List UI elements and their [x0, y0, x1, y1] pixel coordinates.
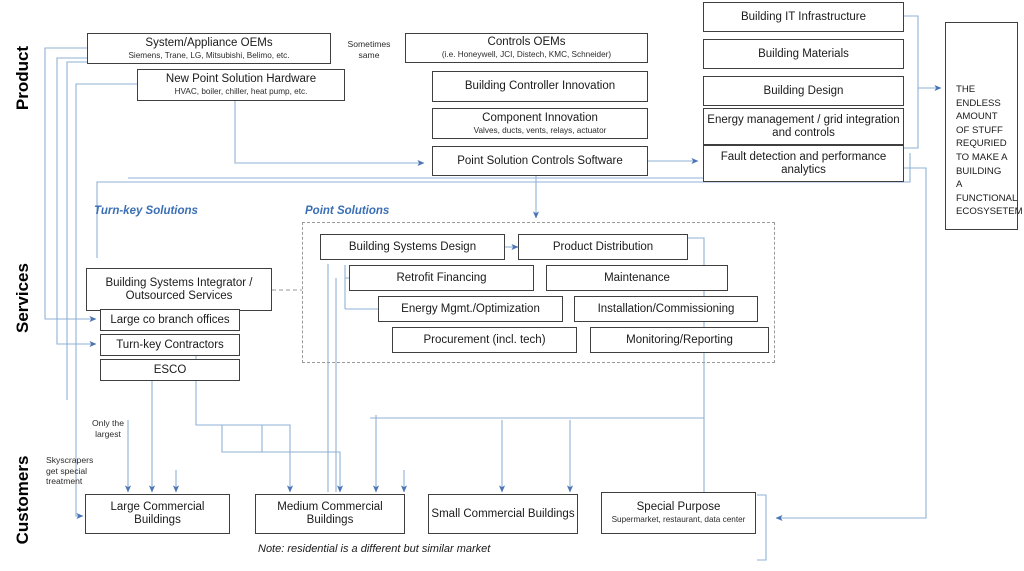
box-controls-oems[interactable]: Controls OEMs (i.e. Honeywell, JCI, Dist…: [405, 33, 648, 63]
box-large-co-branch-offices[interactable]: Large co branch offices: [100, 309, 240, 331]
box-building-controller-innovation[interactable]: Building Controller Innovation: [432, 71, 648, 102]
box-procurement[interactable]: Procurement (incl. tech): [392, 327, 577, 353]
box-title: ESCO: [153, 363, 187, 376]
box-title: Medium Commercial Buildings: [277, 501, 383, 526]
box-building-systems-integrator[interactable]: Building Systems Integrator / Outsourced…: [86, 268, 272, 311]
box-title: Large co branch offices: [110, 313, 230, 326]
box-esco[interactable]: ESCO: [100, 359, 240, 381]
group-label-point-solutions: Point Solutions: [305, 205, 390, 217]
footnote-residential-market: Note: residential is a different but sim…: [258, 543, 491, 555]
box-title: Component Innovation: [482, 111, 598, 124]
box-title: Energy Mgmt./Optimization: [401, 302, 540, 315]
swimlane-text: Services: [13, 263, 32, 333]
box-turn-key-contractors[interactable]: Turn-key Contractors: [100, 334, 240, 356]
box-installation-commissioning[interactable]: Installation/Commissioning: [574, 296, 758, 322]
swimlane-label-services: Services: [13, 253, 33, 343]
box-title: Fault detection and performance analytic…: [720, 150, 887, 176]
box-title: Maintenance: [604, 271, 670, 284]
box-title: Point Solution Controls Software: [457, 154, 623, 167]
group-label-turn-key-solutions: Turn-key Solutions: [94, 205, 198, 217]
box-energy-mgmt-optimization[interactable]: Energy Mgmt./Optimization: [378, 296, 563, 322]
box-subtitle: Valves, ducts, vents, relays, actuator: [473, 125, 607, 135]
box-title: New Point Solution Hardware: [165, 73, 317, 86]
box-title: Building Controller Innovation: [464, 80, 616, 93]
box-title: Energy management / grid integration and…: [707, 113, 900, 139]
box-component-innovation[interactable]: Component Innovation Valves, ducts, vent…: [432, 108, 648, 139]
box-subtitle: Supermarket, restaurant, data center: [611, 515, 746, 525]
box-title: Special Purpose: [636, 501, 721, 514]
panel-endless-amount-of-stuff: THE ENDLESS AMOUNT OF STUFF REQURIED TO …: [945, 22, 1023, 230]
box-title: Small Commercial Buildings: [431, 507, 575, 520]
box-title: Building Systems Design: [348, 240, 477, 253]
box-medium-commercial-buildings[interactable]: Medium Commercial Buildings: [255, 494, 405, 534]
box-building-systems-design[interactable]: Building Systems Design: [320, 234, 505, 260]
box-new-point-solution-hardware[interactable]: New Point Solution Hardware HVAC, boiler…: [137, 69, 345, 101]
box-title: Retrofit Financing: [396, 271, 487, 284]
note-sometimes-same: Sometimes same: [347, 39, 391, 60]
swimlane-label-customers: Customers: [13, 450, 33, 550]
box-small-commercial-buildings[interactable]: Small Commercial Buildings: [428, 494, 578, 534]
box-special-purpose[interactable]: Special Purpose Supermarket, restaurant,…: [601, 492, 756, 534]
box-building-it-infrastructure[interactable]: Building IT Infrastructure: [703, 2, 904, 32]
box-title: Monitoring/Reporting: [626, 333, 733, 346]
box-product-distribution[interactable]: Product Distribution: [518, 234, 688, 260]
box-title: Controls OEMs: [487, 36, 566, 49]
box-building-design[interactable]: Building Design: [703, 76, 904, 106]
box-title: Building IT Infrastructure: [740, 10, 867, 23]
box-title: Large Commercial Buildings: [110, 501, 205, 526]
box-subtitle: (i.e. Honeywell, JCI, Distech, KMC, Schn…: [441, 50, 612, 60]
box-building-materials[interactable]: Building Materials: [703, 39, 904, 69]
box-title: System/Appliance OEMs: [145, 36, 273, 49]
box-energy-management-grid[interactable]: Energy management / grid integration and…: [703, 108, 904, 145]
box-title: Procurement (incl. tech): [423, 333, 546, 346]
box-system-appliance-oems[interactable]: System/Appliance OEMs Siemens, Trane, LG…: [87, 33, 331, 64]
swimlane-label-product: Product: [13, 33, 33, 123]
box-retrofit-financing[interactable]: Retrofit Financing: [349, 265, 534, 291]
box-title: Building Design: [763, 84, 844, 97]
swimlane-text: Customers: [13, 455, 32, 545]
swimlane-text: Product: [13, 45, 32, 111]
box-maintenance[interactable]: Maintenance: [546, 265, 728, 291]
box-title: Building Materials: [758, 47, 849, 60]
box-title: Building Systems Integrator / Outsourced…: [105, 276, 253, 302]
box-subtitle: Siemens, Trane, LG, Mitsubishi, Belimo, …: [128, 50, 290, 60]
box-fault-detection-analytics[interactable]: Fault detection and performance analytic…: [703, 145, 904, 182]
box-monitoring-reporting[interactable]: Monitoring/Reporting: [590, 327, 769, 353]
box-title: Installation/Commissioning: [597, 302, 735, 315]
annotation-only-the-largest: Only the largest: [91, 418, 124, 439]
annotation-skyscrapers-get-special-treatment: Skyscrapers get special treatment: [46, 455, 94, 487]
box-point-solution-controls-software[interactable]: Point Solution Controls Software: [432, 146, 648, 176]
box-title: Product Distribution: [552, 240, 654, 253]
box-title: Turn-key Contractors: [116, 338, 224, 351]
box-subtitle: HVAC, boiler, chiller, heat pump, etc.: [174, 87, 308, 97]
box-large-commercial-buildings[interactable]: Large Commercial Buildings: [85, 494, 230, 534]
